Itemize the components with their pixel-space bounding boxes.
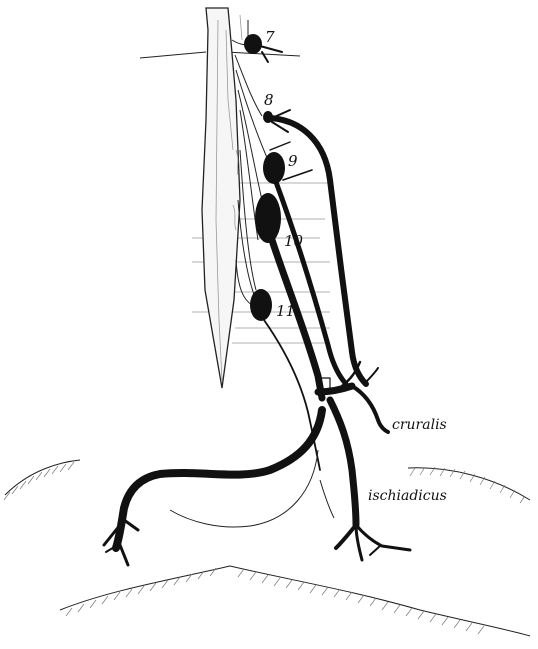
ganglia: [244, 34, 285, 321]
ganglion-label-8: 8: [264, 91, 274, 109]
ganglion-7: [244, 34, 262, 54]
ganglion-9: [263, 152, 285, 184]
trunk-11: [264, 320, 320, 470]
nerve-trunks: [104, 118, 410, 565]
ganglion-label-11: 11: [276, 302, 295, 320]
body-outline: [4, 460, 530, 636]
cruralis-trunk: [270, 118, 366, 384]
ganglion-10: [255, 193, 281, 243]
ganglion-label-9: 9: [288, 152, 298, 170]
ganglion-label-10: 10: [284, 232, 304, 250]
limb-trunk: [116, 410, 322, 548]
cruralis-branch: [352, 386, 388, 432]
cruralis-label: cruralis: [392, 417, 447, 433]
ganglion-11: [250, 289, 272, 321]
ganglion-label-7: 7: [265, 28, 275, 46]
ischiadicus-label: ischiadicus: [368, 488, 447, 504]
labels: 7 8 9 10 11 cruralis ischiadicus: [264, 28, 447, 504]
spinal-cord: [202, 8, 242, 388]
ischiadicus-trunk: [330, 400, 356, 525]
